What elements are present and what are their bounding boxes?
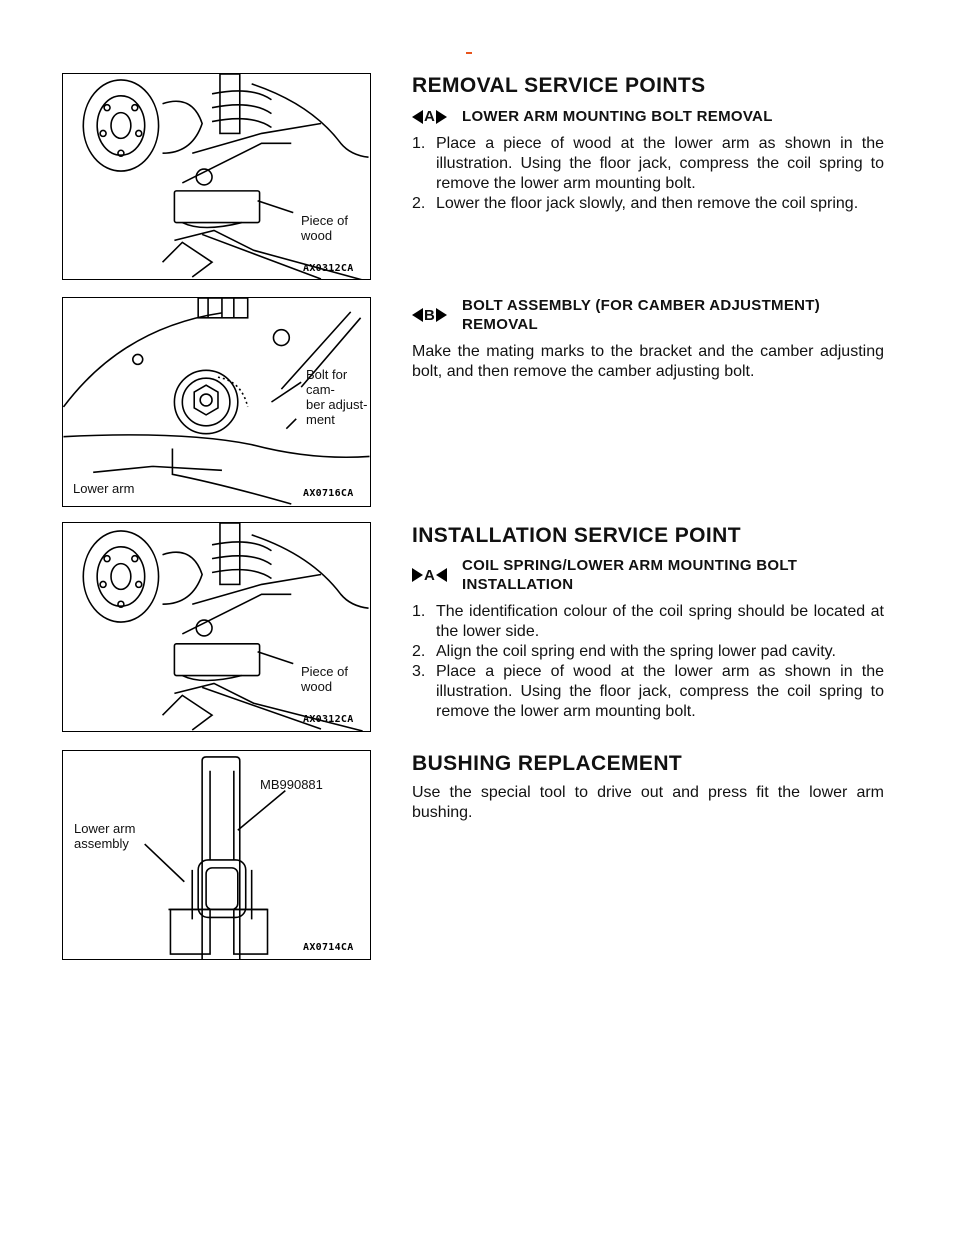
section-installation: INSTALLATION SERVICE POINT A COIL SPRING… — [412, 524, 884, 722]
procedure-heading: A LOWER ARM MOUNTING BOLT REMOVAL — [412, 107, 884, 126]
section-heading: INSTALLATION SERVICE POINT — [412, 524, 741, 547]
left-triangle-icon — [412, 308, 423, 322]
illustration-hub-spring-jack — [82, 74, 369, 279]
procedure-marker: A — [412, 556, 462, 594]
step-item: 2.Lower the floor jack slowly, and then … — [412, 195, 859, 212]
figure-code: AX0714CA — [303, 942, 354, 953]
callout-lower-arm-assembly: Lower arm assembly — [74, 821, 136, 851]
callout-lower-arm: Lower arm — [73, 481, 135, 496]
procedure-marker: B — [412, 296, 462, 334]
procedure-steps: 1.Place a piece of wood at the lower arm… — [412, 134, 884, 214]
figure-code: AX0716CA — [303, 488, 354, 499]
step-item: 1.The identification colour of the coil … — [412, 603, 884, 640]
procedure-text: Use the special tool to drive out and pr… — [412, 784, 884, 821]
left-triangle-icon — [436, 568, 448, 582]
figure-camber-bolt: Bolt for cam- ber adjust- ment Lower arm… — [62, 297, 371, 507]
illustration-hub-spring-jack — [82, 523, 369, 731]
procedure-steps: 1.The identification colour of the coil … — [412, 602, 884, 722]
section-removal: REMOVAL SERVICE POINTS A LOWER ARM MOUNT… — [412, 74, 884, 214]
procedure-text: Make the mating marks to the bracket and… — [412, 343, 884, 380]
illustration-camber-bolt — [63, 298, 370, 505]
figure-code: AX0312CA — [303, 714, 354, 725]
callout-camber-bolt: Bolt for cam- ber adjust- ment — [306, 367, 368, 427]
procedure-title: COIL SPRING/LOWER ARM MOUNTING BOLT INST… — [462, 557, 798, 593]
procedure-marker: A — [412, 107, 462, 126]
callout-special-tool: MB990881 — [260, 777, 323, 792]
right-triangle-icon — [436, 109, 448, 124]
procedure-heading: A COIL SPRING/LOWER ARM MOUNTING BOLT IN… — [412, 556, 884, 594]
step-item: 1.Place a piece of wood at the lower arm… — [412, 135, 884, 192]
section-camber-bolt: B BOLT ASSEMBLY (FOR CAMBER ADJUSTMENT) … — [412, 296, 884, 382]
callout-piece-of-wood: Piece of wood — [301, 664, 348, 694]
section-heading: BUSHING REPLACEMENT — [412, 752, 683, 775]
section-bushing: BUSHING REPLACEMENT Use the special tool… — [412, 752, 884, 823]
procedure-title: BOLT ASSEMBLY (FOR CAMBER ADJUSTMENT) RE… — [462, 297, 821, 333]
right-triangle-icon — [412, 568, 423, 582]
figure-lower-arm-jack: Piece of wood AX0312CA — [62, 73, 371, 280]
illustration-bushing-press — [144, 756, 286, 959]
callout-piece-of-wood: Piece of wood — [301, 213, 348, 243]
procedure-heading: B BOLT ASSEMBLY (FOR CAMBER ADJUSTMENT) … — [412, 296, 884, 334]
right-triangle-icon — [436, 308, 448, 322]
section-heading: REMOVAL SERVICE POINTS — [412, 74, 706, 97]
procedure-title: LOWER ARM MOUNTING BOLT REMOVAL — [462, 108, 773, 125]
left-triangle-icon — [412, 109, 423, 124]
page-top-mark — [466, 52, 472, 54]
step-item: 2.Align the coil spring end with the spr… — [412, 643, 836, 660]
figure-bushing-tool: MB990881 Lower arm assembly AX0714CA — [62, 750, 371, 960]
step-item: 3.Place a piece of wood at the lower arm… — [412, 663, 884, 720]
figure-code: AX0312CA — [303, 263, 354, 274]
figure-spring-installation: Piece of wood AX0312CA — [62, 522, 371, 732]
